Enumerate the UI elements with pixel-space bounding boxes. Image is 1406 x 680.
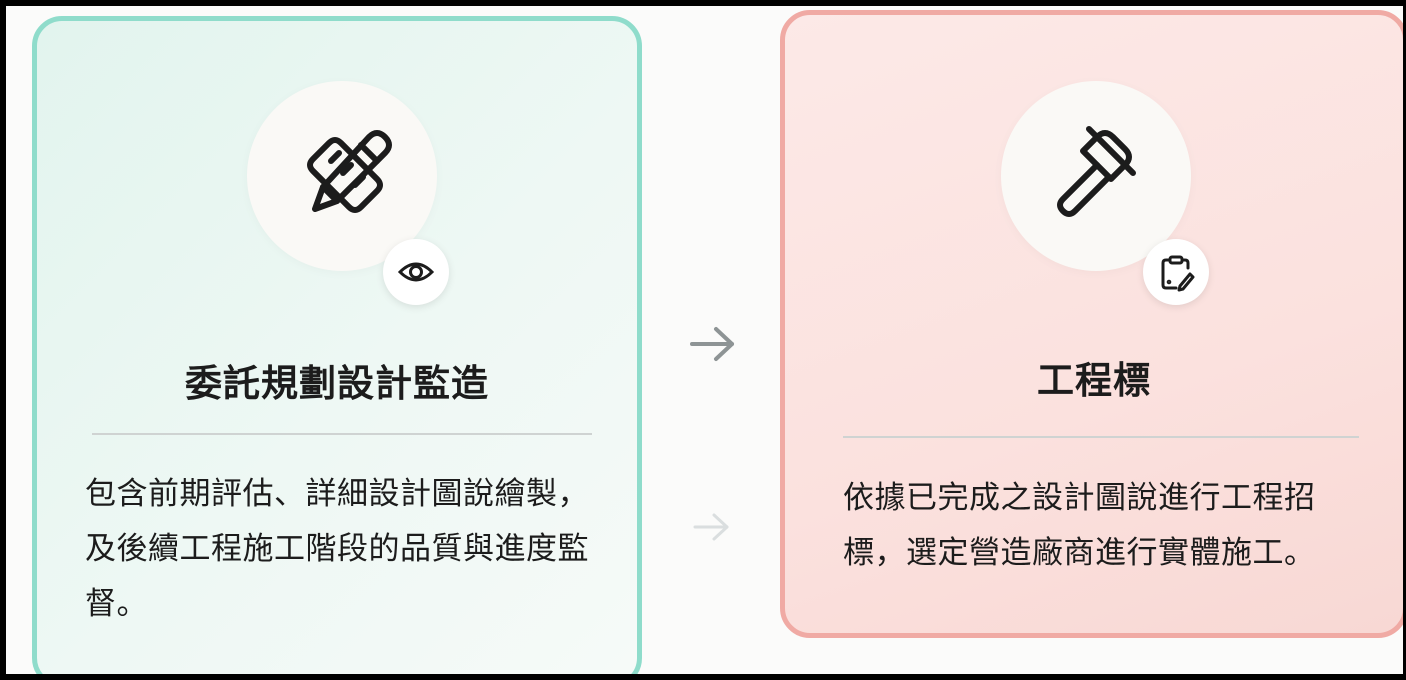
icon-circle bbox=[1001, 81, 1191, 271]
step-card-construction-tender: 工程標 依據已完成之設計圖說進行工程招標，選定營造廠商進行實體施工。 bbox=[780, 10, 1403, 638]
divider bbox=[843, 436, 1359, 438]
step-title: 工程標 bbox=[1037, 359, 1151, 402]
badge bbox=[383, 239, 449, 305]
gavel-icon bbox=[1057, 126, 1136, 217]
step-description: 包含前期評估、詳細設計圖說繪製，及後續工程施工階段的品質與進度監督。 bbox=[85, 476, 589, 622]
arrow-right-icon bbox=[693, 513, 729, 541]
step-title: 委託規劃設計監造 bbox=[185, 362, 489, 405]
diagram-canvas: 委託規劃設計監造 包含前期評估、詳細設計圖說繪製，及後續工程施工階段的品質與進度… bbox=[6, 6, 1403, 674]
badge bbox=[1143, 239, 1209, 305]
icon-circle bbox=[247, 81, 437, 271]
arrow-right-icon bbox=[690, 327, 734, 361]
step-card-design-supervision: 委託規劃設計監造 包含前期評估、詳細設計圖說繪製，及後續工程施工階段的品質與進度… bbox=[32, 16, 642, 674]
divider bbox=[92, 433, 592, 435]
eye-icon bbox=[397, 262, 435, 282]
clipboard-edit-icon bbox=[1161, 255, 1195, 292]
step-description: 依據已完成之設計圖說進行工程招標，選定營造廠商進行實體施工。 bbox=[843, 480, 1316, 571]
ruler-pencil-icon bbox=[307, 130, 392, 213]
